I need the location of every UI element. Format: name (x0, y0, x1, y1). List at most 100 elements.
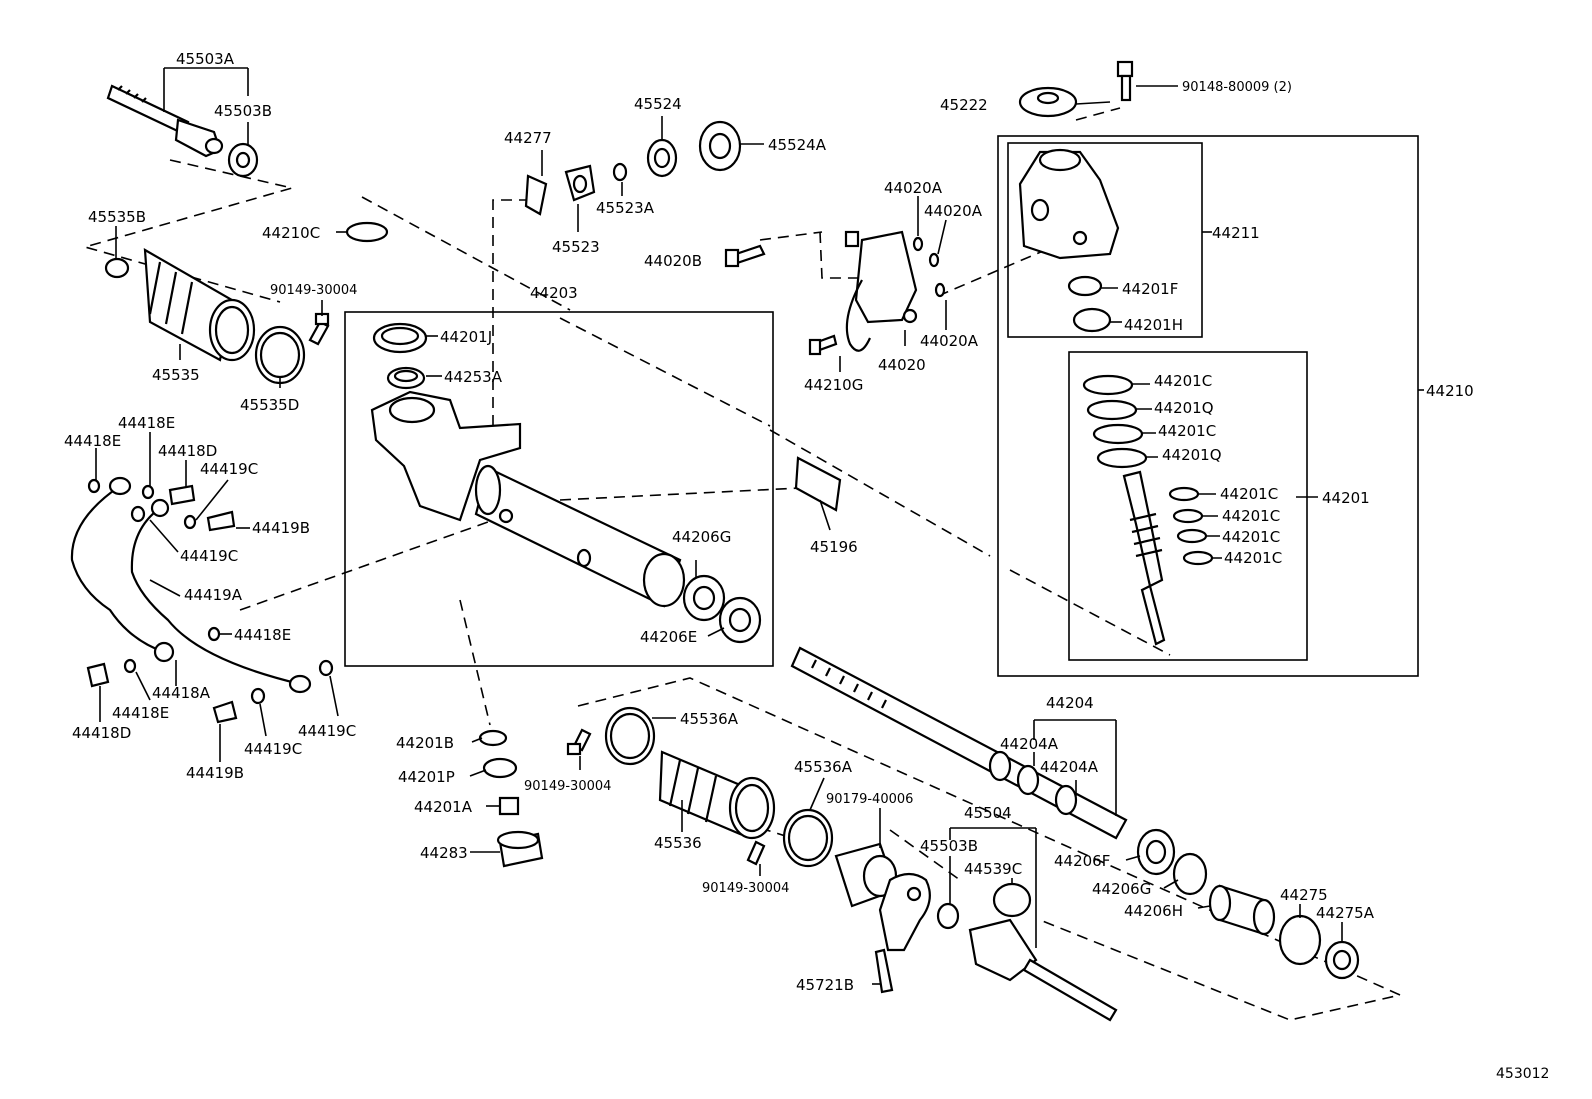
bushings-44201B-44201P-44201A-44283 (478, 729, 544, 868)
label-44206H: 44206H (1124, 902, 1183, 920)
label-45503B: 45503B (920, 837, 978, 855)
label-44020B: 44020B (644, 252, 702, 270)
leader-lines (95, 67, 1424, 985)
label-44203: 44203 (530, 284, 578, 302)
label-44211: 44211 (1212, 224, 1260, 242)
bolt-90149-30004-c (746, 840, 766, 866)
label-44206G: 44206G (1092, 880, 1151, 898)
label-44201C: 44201C (1222, 507, 1280, 525)
bolt-90149-30004-b (566, 728, 592, 756)
label-44419C: 44419C (180, 547, 238, 565)
gear-housing-44203 (370, 322, 762, 644)
label-90179-40006: 90179-40006 (826, 792, 913, 807)
label-90149-30004: 90149-30004 (524, 779, 611, 794)
label-45536A: 45536A (794, 758, 853, 776)
valve-housing-44211 (1018, 148, 1120, 260)
label-90148-80009: 90148-80009 (2) (1182, 80, 1292, 95)
rack-44204 (790, 646, 1128, 840)
label-44201C: 44201C (1220, 485, 1278, 503)
label-44204A: 44204A (1000, 735, 1059, 753)
label-45524A: 45524A (768, 136, 827, 154)
label-44020A: 44020A (920, 332, 979, 350)
frame-control-valve (997, 135, 1419, 677)
label-44277: 44277 (504, 129, 552, 147)
label-44275: 44275 (1280, 886, 1328, 904)
bolt-90149-30004-a (308, 312, 330, 346)
label-45222: 45222 (940, 96, 988, 114)
label-44201A: 44201A (414, 798, 473, 816)
label-45504: 45504 (964, 804, 1012, 822)
label-44539C: 44539C (964, 860, 1022, 878)
label-44210C: 44210C (262, 224, 320, 242)
label-44418E: 44418E (64, 432, 121, 450)
label-44418E: 44418E (234, 626, 291, 644)
label-45196: 45196 (810, 538, 858, 556)
label-44201C: 44201C (1222, 528, 1280, 546)
label-44418D: 44418D (72, 724, 131, 742)
label-45523: 45523 (552, 238, 600, 256)
tie-rod-45503A (106, 84, 224, 158)
label-45721B: 45721B (796, 976, 854, 994)
plug-44277 (524, 174, 548, 216)
label-45503B: 45503B (214, 102, 272, 120)
plug-45524 (646, 138, 678, 178)
frame-gear-housing (344, 311, 774, 667)
label-44283: 44283 (420, 844, 468, 862)
label-90149-30004: 90149-30004 (270, 283, 357, 298)
boot-45535 (104, 248, 306, 385)
lock-nut-45524A (698, 120, 742, 172)
label-44204: 44204 (1046, 694, 1094, 712)
pressure-tubes-44419A (70, 476, 312, 694)
label-45536: 45536 (654, 834, 702, 852)
tie-rod-45504 (936, 882, 1118, 1022)
yoke-45523 (564, 164, 596, 202)
label-44020: 44020 (878, 356, 926, 374)
label-44201B: 44201B (396, 734, 454, 752)
o-ring-44210C (345, 221, 389, 243)
lock-nut-45503B (227, 142, 259, 178)
label-45535D: 45535D (240, 396, 299, 414)
label-44206G: 44206G (672, 528, 731, 546)
bolt-44210G (808, 334, 838, 356)
label-44206E: 44206E (640, 628, 697, 646)
valve-44020 (844, 230, 918, 352)
seal-44201H (1072, 307, 1112, 333)
bracket-45721B (874, 872, 931, 994)
clamp-45536A (782, 808, 834, 868)
label-44419C: 44419C (244, 740, 302, 758)
bolt-90148-80009 (1116, 60, 1134, 102)
union-bolt-44020B (724, 244, 766, 268)
gaskets-44418E-44419C (87, 478, 334, 705)
label-45535B: 45535B (88, 208, 146, 226)
label-45523A: 45523A (596, 199, 655, 217)
label-44419B: 44419B (252, 519, 310, 537)
union-bolts-44418D-44419B (86, 484, 238, 724)
label-44275A: 44275A (1316, 904, 1375, 922)
label-44419B: 44419B (186, 764, 244, 782)
label-44201P: 44201P (398, 768, 455, 786)
label-90149-30004: 90149-30004 (702, 881, 789, 896)
label-45536A: 45536A (680, 710, 739, 728)
label-44418D: 44418D (158, 442, 217, 460)
label-44201F: 44201F (1122, 280, 1178, 298)
label-44419C: 44419C (298, 722, 356, 740)
label-44419C: 44419C (200, 460, 258, 478)
dust-seal-45222 (1018, 86, 1078, 118)
label-45524: 45524 (634, 95, 682, 113)
part-labels: 45503A 45503B 45535B 45535 90149-30004 4… (64, 50, 1474, 994)
label-44206F: 44206F (1054, 852, 1110, 870)
label-45535: 45535 (152, 366, 200, 384)
label-44210: 44210 (1426, 382, 1474, 400)
diagram-number: 453012 (1496, 1066, 1549, 1082)
label-44418E: 44418E (112, 704, 169, 722)
tube-45196 (794, 456, 842, 512)
label-44201: 44201 (1322, 489, 1370, 507)
label-44201Q: 44201Q (1162, 446, 1222, 464)
boot-45536 (604, 706, 776, 840)
label-44418A: 44418A (152, 684, 211, 702)
label-44253A: 44253A (444, 368, 503, 386)
o-ring-44020A (912, 236, 946, 298)
label-44201Q: 44201Q (1154, 399, 1214, 417)
label-44201J: 44201J (440, 328, 492, 346)
